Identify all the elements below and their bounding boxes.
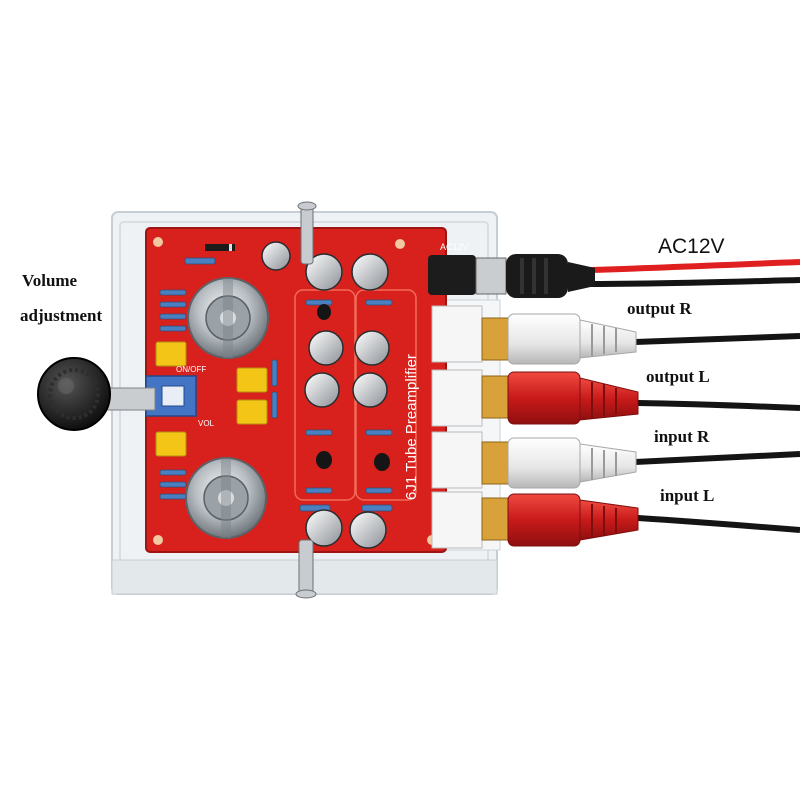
silk-ac12v: AC12V	[440, 242, 469, 252]
rca-plug-input-r[interactable]	[481, 437, 637, 489]
silk-vol: VOL	[198, 419, 215, 428]
volume-adjustment-label-line2: adjustment	[20, 306, 103, 325]
rca-plug-input-l[interactable]	[481, 493, 639, 547]
input-r-label: input R	[654, 427, 710, 446]
output-l-label: output L	[646, 367, 710, 386]
power-jack	[428, 254, 595, 298]
input-l-cable	[637, 515, 800, 533]
transistors	[316, 304, 390, 471]
power-cable-red	[589, 259, 800, 273]
vacuum-tube-top	[187, 277, 269, 359]
silk-onoff: ON/OFF	[176, 365, 206, 374]
silk-board-title: 6J1 Tube Preamplifier	[403, 354, 420, 500]
diode	[205, 244, 235, 251]
input-r-cable	[634, 451, 800, 465]
output-l-cable	[637, 400, 800, 411]
resistors	[159, 257, 393, 512]
diode-band	[229, 244, 232, 251]
cables	[589, 259, 800, 533]
volume-knob[interactable]	[37, 357, 156, 431]
rca-plug-output-l[interactable]	[481, 371, 639, 425]
film-capacitors	[155, 341, 268, 457]
ac12v-label: AC12V	[658, 235, 725, 258]
rca-sockets	[431, 305, 483, 549]
electrolytic-capacitors	[261, 241, 390, 549]
input-l-label: input L	[660, 486, 715, 505]
rca-plug-output-r[interactable]	[481, 313, 637, 365]
volume-adjustment-label-line1: Volume	[22, 271, 78, 290]
output-r-label: output R	[627, 299, 692, 318]
power-cable-black	[589, 277, 800, 287]
output-r-cable	[634, 333, 800, 345]
vacuum-tube-bottom	[185, 457, 267, 539]
